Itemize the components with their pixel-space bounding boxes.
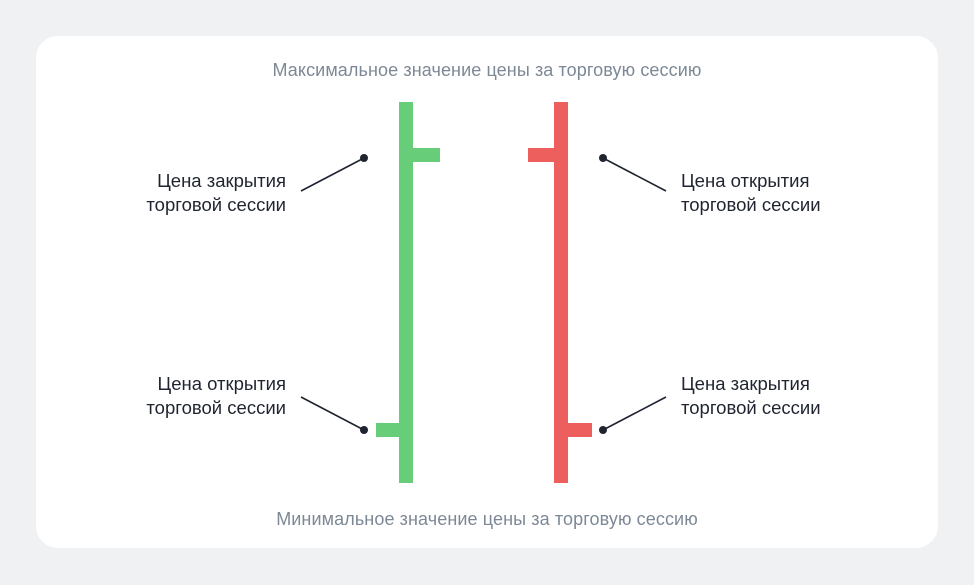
label-up-bar-close-price: Цена закрытия торговой сессии (146, 169, 286, 217)
pointer-green-close (300, 154, 368, 192)
up-bar-high-low-line (399, 102, 413, 483)
down-ohlc-bar (528, 102, 592, 483)
label-up-bar-open-price: Цена открытия торговой сессии (146, 372, 286, 420)
min-price-caption: Минимальное значение цены за торговую се… (276, 509, 698, 529)
down-bar-open-tick (528, 148, 554, 162)
diagram-card (36, 36, 938, 548)
up-bar-close-tick (413, 148, 440, 162)
up-bar-open-tick (376, 423, 399, 437)
pointer-red-close (599, 396, 667, 434)
pointer-red-open (599, 154, 667, 192)
label-line: торговой сессии (146, 397, 286, 418)
label-line: торговой сессии (681, 194, 821, 215)
max-price-caption: Максимальное значение цены за торговую с… (272, 60, 702, 80)
label-down-bar-open-price: Цена открытия торговой сессии (681, 169, 821, 217)
label-down-bar-close-price: Цена закрытия торговой сессии (681, 372, 821, 420)
label-line: Цена открытия (681, 170, 810, 191)
pointer-green-open (300, 396, 368, 434)
label-line: торговой сессии (681, 397, 821, 418)
label-line: Цена открытия (157, 373, 286, 394)
up-ohlc-bar (376, 102, 440, 483)
down-bar-high-low-line (554, 102, 568, 483)
label-line: торговой сессии (146, 194, 286, 215)
down-bar-close-tick (568, 423, 592, 437)
label-line: Цена закрытия (157, 170, 286, 191)
label-line: Цена закрытия (681, 373, 810, 394)
